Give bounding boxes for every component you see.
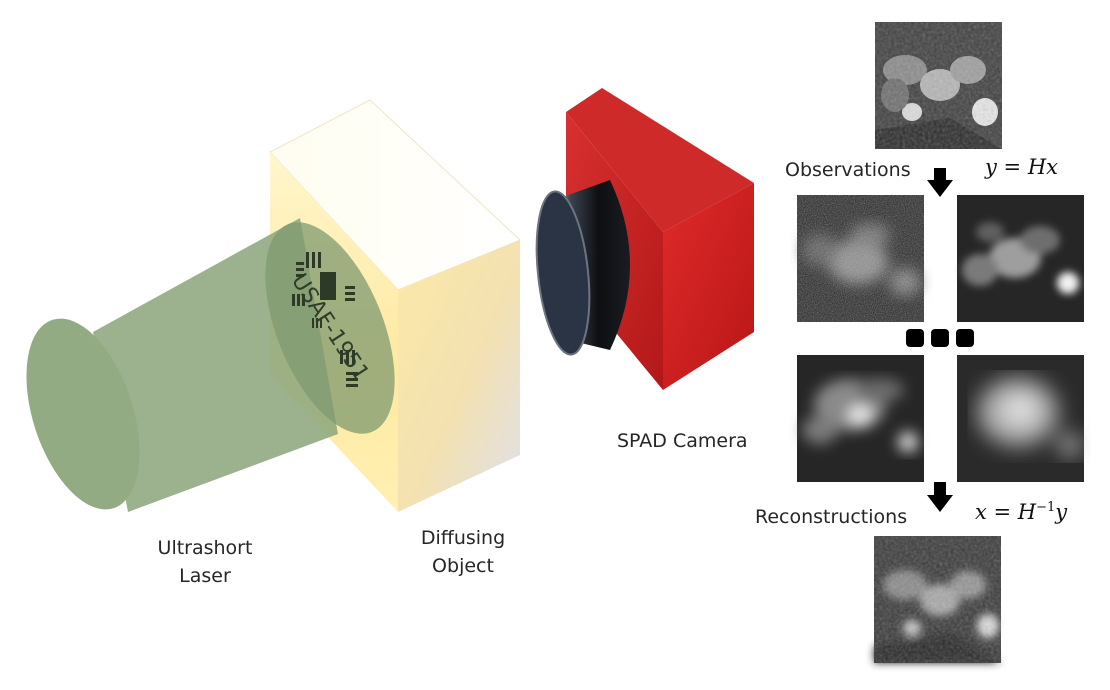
laser-label-line1: Ultrashort [157,537,253,559]
diffuser-label-line2: Object [432,555,494,577]
laser-label: Ultrashort Laser [145,534,265,590]
camera-top-face [566,88,754,232]
camera-lens-face [535,190,591,356]
eq2-rhs-b: y [1055,500,1068,524]
diffuser-label-line1: Diffusing [420,527,506,549]
laser-beam [26,218,395,512]
diffuser-side-face [398,240,520,512]
eq2-op: = [986,500,1018,524]
observation-image-1 [797,195,924,322]
forward-model-equation: y = Hx [985,155,1058,179]
camera-label: SPAD Camera [617,430,748,452]
down-arrow-icon [927,482,953,512]
observation-image-3 [797,355,924,482]
down-arrow-icon [927,168,953,197]
eq2-lhs: x [975,500,987,524]
eq2-rhs-a: H [1017,500,1037,524]
eq1-rhs-b: x [1046,155,1058,179]
observation-image-4 [957,355,1084,482]
usaf-bars [292,252,358,387]
ground-truth-image [875,22,1002,149]
inverse-equation: x = H−1y [975,500,1067,524]
reconstructions-label: Reconstructions [755,506,908,528]
ellipsis-dots [906,329,974,347]
observations-label: Observations [785,159,911,181]
laser-aperture [26,318,140,510]
reconstruction-image [874,536,1001,663]
observation-image-2 [957,195,1084,322]
eq1-op: = [996,155,1028,179]
camera-side-face [663,183,754,390]
spad-camera [535,88,754,390]
eq1-lhs: y [985,155,997,179]
eq2-sup: −1 [1036,500,1056,515]
diffuser-label: Diffusing Object [408,524,518,580]
laser-label-line2: Laser [179,565,231,587]
eq1-rhs-a: H [1027,155,1047,179]
